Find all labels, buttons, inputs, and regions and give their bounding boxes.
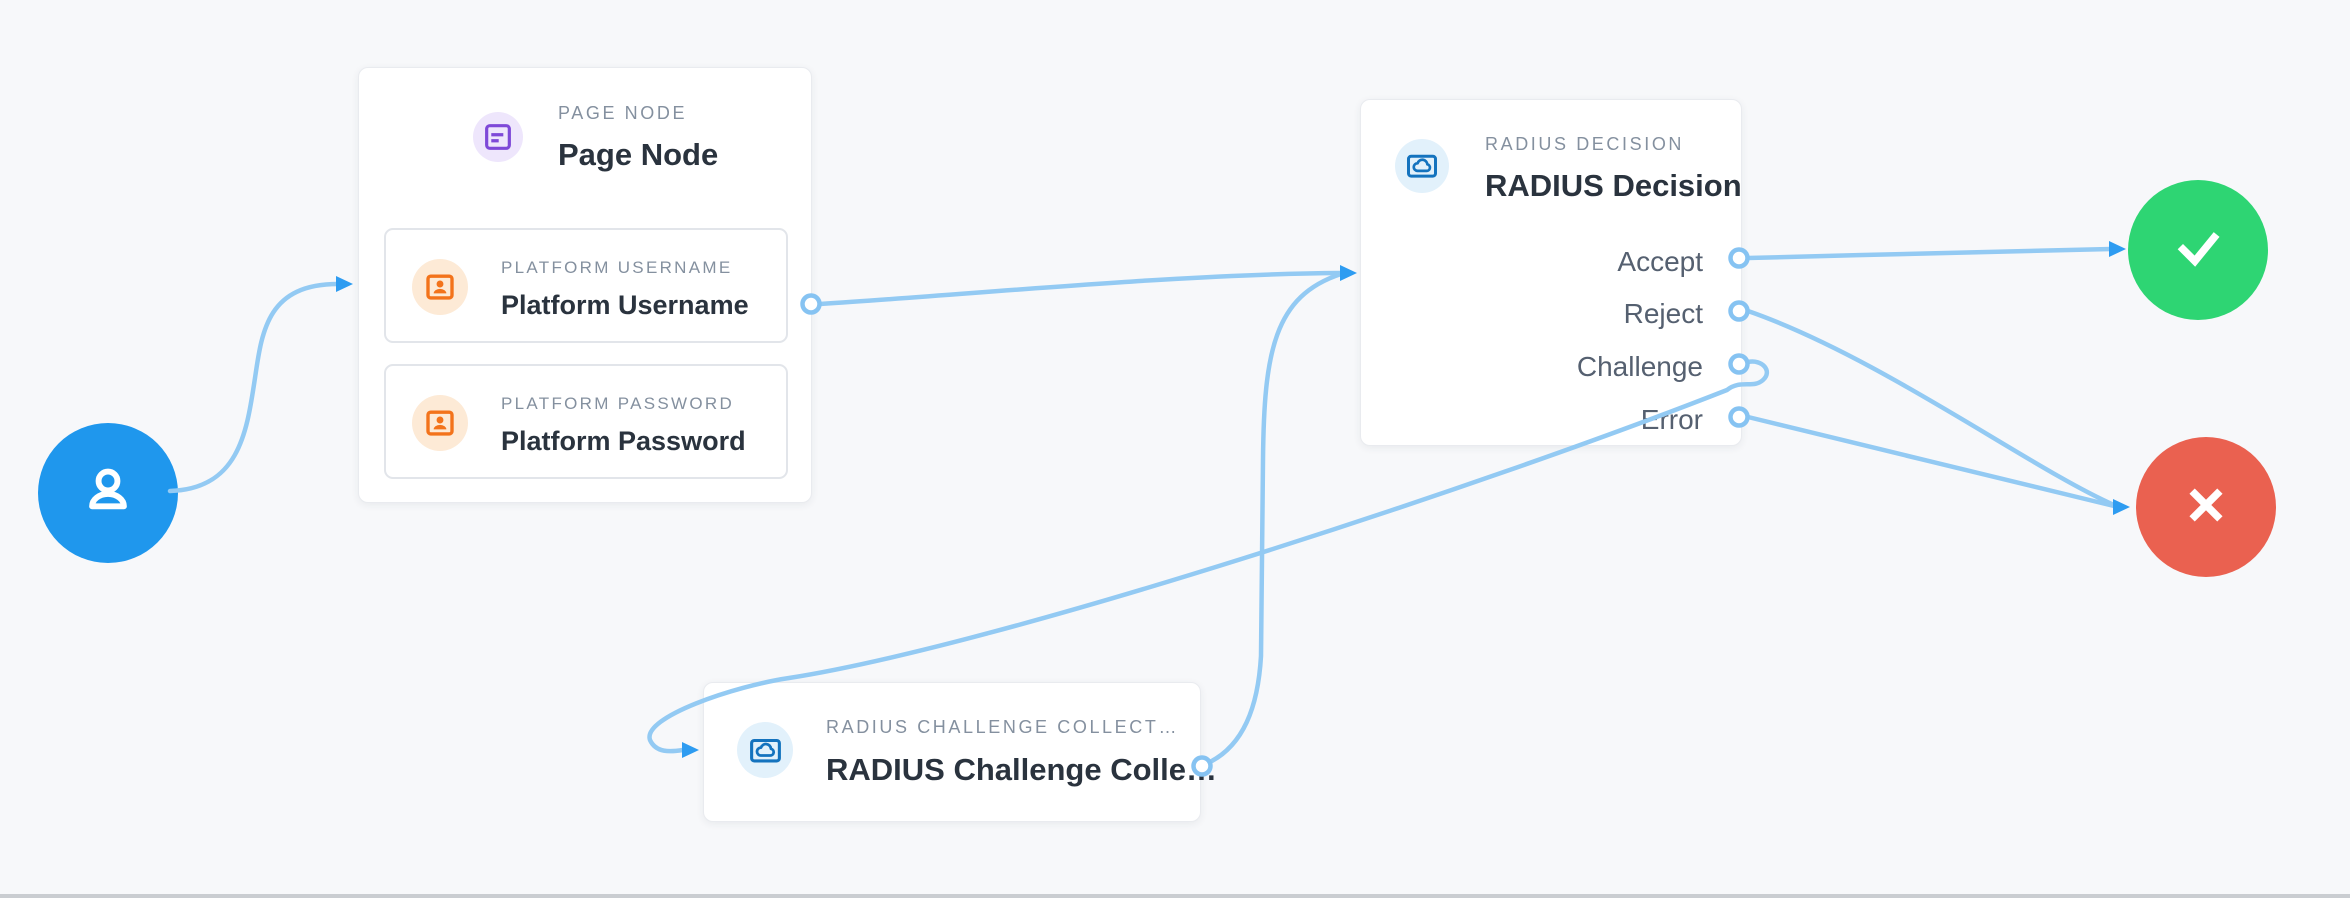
x-icon: [2171, 470, 2241, 545]
form-page-icon: [473, 112, 523, 162]
node-title: Page Node: [558, 137, 719, 172]
output-accept: Accept: [1617, 246, 1703, 277]
canvas-bottom-edge: [0, 894, 2350, 898]
edge-platform-username-to-radius-decision[interactable]: [817, 270, 1344, 307]
id-badge-icon: [412, 259, 468, 315]
cloud-icon: [1395, 139, 1449, 193]
edge-reject-to-failure[interactable]: [1745, 308, 2117, 508]
node-platform-username[interactable]: PLATFORM USERNAME Platform Username: [384, 228, 788, 343]
node-title: Platform Password: [501, 426, 746, 456]
node-page-node[interactable]: PAGE NODE Page Node PLATFORM USERNAME Pl…: [358, 67, 812, 503]
port-reject-output[interactable]: [1728, 300, 1750, 322]
start-node[interactable]: [38, 423, 178, 563]
edge-challenge-to-challenge-collect[interactable]: [647, 359, 1770, 754]
output-reject: Reject: [1623, 298, 1703, 329]
port-platform-username-output[interactable]: [800, 293, 822, 315]
success-node[interactable]: [2128, 180, 2268, 320]
arrowhead-success-input: [2109, 241, 2126, 257]
node-category: RADIUS DECISION: [1485, 134, 1685, 154]
port-challenge-output[interactable]: [1728, 353, 1750, 375]
node-category: PLATFORM PASSWORD: [501, 394, 735, 413]
edge-start-to-page-node[interactable]: [167, 281, 341, 494]
failure-node[interactable]: [2136, 437, 2276, 577]
arrowhead-radius-decision-input: [1340, 265, 1357, 281]
node-category: RADIUS CHALLENGE COLLECT…: [826, 717, 1180, 737]
edge-challenge-collect-to-radius-decision[interactable]: [1207, 271, 1344, 765]
port-challenge-collect-output[interactable]: [1191, 755, 1213, 777]
cloud-icon: [737, 722, 793, 778]
port-accept-output[interactable]: [1728, 247, 1750, 269]
node-title: RADIUS Decision: [1485, 168, 1742, 203]
arrowhead-failure-input: [2113, 499, 2130, 515]
check-icon: [2163, 213, 2233, 288]
arrowhead-challenge-collect-input: [682, 742, 699, 758]
arrowhead-page-node-input: [336, 276, 353, 292]
node-platform-password[interactable]: PLATFORM PASSWORD Platform Password: [384, 364, 788, 479]
port-error-output[interactable]: [1728, 406, 1750, 428]
node-category: PAGE NODE: [558, 103, 688, 123]
edge-error-to-failure[interactable]: [1745, 414, 2117, 509]
output-challenge: Challenge: [1576, 351, 1703, 382]
node-title: Platform Username: [501, 290, 749, 320]
id-badge-icon: [412, 395, 468, 451]
edge-accept-to-success[interactable]: [1745, 246, 2114, 261]
user-icon: [75, 458, 141, 529]
node-radius-challenge-collect[interactable]: RADIUS CHALLENGE COLLECT… RADIUS Challen…: [703, 682, 1217, 822]
node-category: PLATFORM USERNAME: [501, 258, 733, 277]
node-radius-decision[interactable]: RADIUS DECISION RADIUS Decision Accept R…: [1360, 99, 1742, 446]
node-title: RADIUS Challenge Colle…: [826, 752, 1217, 787]
